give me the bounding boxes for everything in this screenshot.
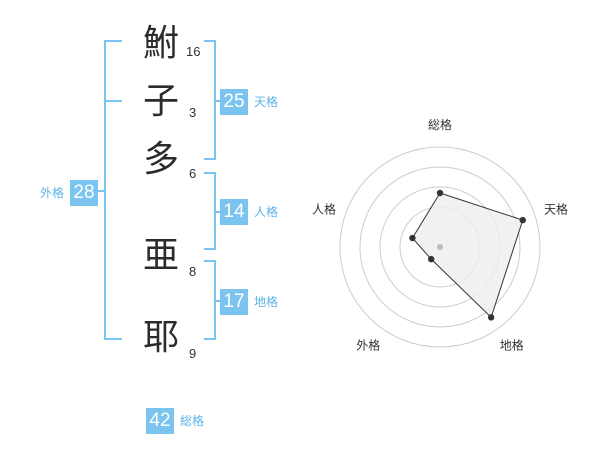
kanji-4: 亜 — [142, 235, 179, 276]
chikaku-bracket-tick — [214, 300, 222, 302]
kanji-1: 鮒 — [142, 23, 179, 64]
jinkaku-bracket-top — [204, 172, 216, 174]
radar-axis-label-1: 総格 — [428, 117, 452, 132]
stroke-count-1: 16 — [186, 44, 201, 59]
stroke-count-3: 6 — [189, 166, 197, 181]
radar-grid-ring-1 — [339, 146, 541, 348]
radar-area — [411, 192, 524, 319]
kanji-3: 多 — [142, 139, 179, 180]
kanji-2: 子 — [142, 81, 179, 122]
radar-point-3 — [487, 314, 495, 321]
radar-axis-label-3: 地格 — [500, 338, 524, 353]
soukaku-label: 総格 — [180, 414, 205, 428]
soukaku-value: 42 — [146, 408, 174, 434]
gaikaku-bracket-top — [104, 40, 122, 42]
radar-center-dot — [437, 244, 443, 250]
gaikaku-value: 28 — [70, 180, 98, 206]
tenkaku-value: 25 — [220, 89, 248, 115]
gaikaku-bracket-tick — [98, 190, 106, 192]
tenkaku-bracket-top — [204, 40, 216, 42]
gaikaku-label: 外格 — [40, 186, 65, 200]
jinkaku-bracket-bottom — [204, 248, 216, 250]
tenkaku-label: 天格 — [254, 95, 279, 109]
chikaku-bracket-top — [204, 260, 216, 262]
radar-axis-label-2: 天格 — [544, 201, 568, 216]
chikaku-value: 17 — [220, 289, 248, 315]
jinkaku-value: 14 — [220, 199, 248, 225]
jinkaku-bracket-tick — [214, 211, 222, 213]
gaikaku-bracket-bottom — [104, 338, 122, 340]
jinkaku-label: 人格 — [254, 205, 279, 219]
tenkaku-bracket-bottom — [204, 158, 216, 160]
stroke-count-4: 8 — [189, 264, 197, 279]
radar-point-5 — [409, 234, 416, 242]
radar-axis-label-5: 人格 — [312, 201, 336, 216]
gaikaku-bracket-mid — [104, 100, 122, 102]
kanji-5: 耶 — [142, 317, 179, 358]
stroke-count-5: 9 — [189, 346, 197, 361]
radar-point-1 — [436, 189, 444, 197]
radar-point-4 — [427, 255, 435, 263]
chikaku-bracket-bottom — [204, 338, 216, 340]
stroke-count-2: 3 — [189, 105, 197, 120]
chikaku-label: 地格 — [254, 295, 279, 309]
tenkaku-bracket-tick — [214, 100, 222, 102]
radar-axis-label-4: 外格 — [356, 338, 380, 353]
radar-grid-ring-2 — [359, 166, 521, 328]
radar-point-2 — [519, 216, 526, 224]
